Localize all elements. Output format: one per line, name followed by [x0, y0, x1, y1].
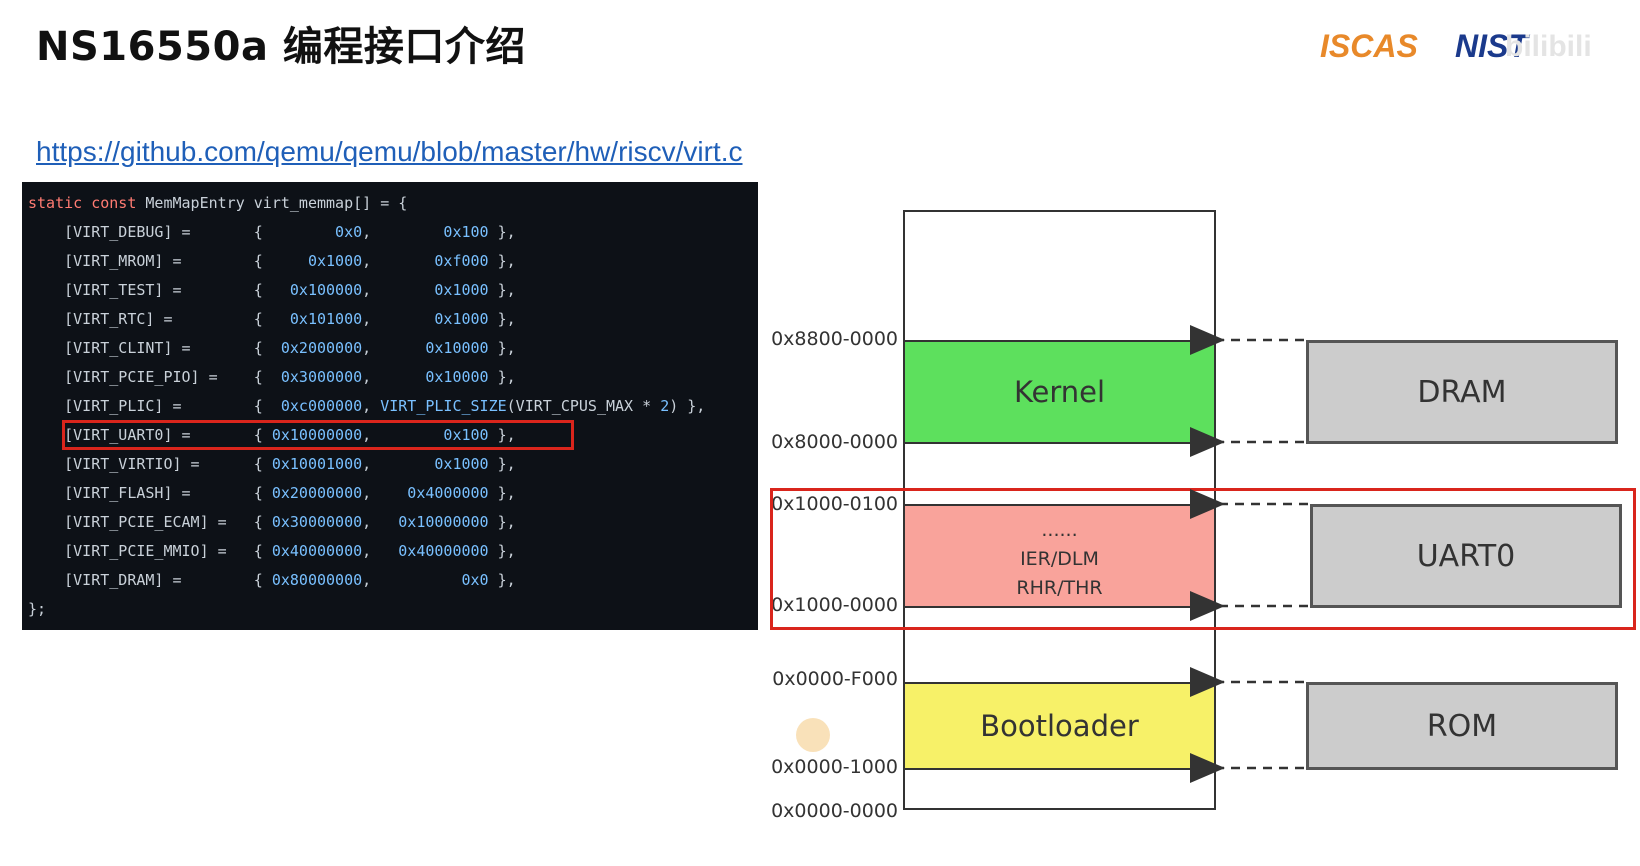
nist-logo: NIST [1455, 28, 1528, 64]
addr-00000000: 0x0000-0000 [771, 800, 898, 822]
addr-80000000: 0x8000-0000 [771, 431, 898, 453]
dram-device: DRAM [1306, 340, 1618, 444]
code-line-entry: [VIRT_RTC] = { 0x101000, 0x1000 }, [28, 310, 516, 328]
code-header: static const MemMapEntry virt_memmap[] =… [28, 194, 408, 212]
bootloader-region: Bootloader [903, 682, 1216, 770]
addr-00001000: 0x0000-1000 [771, 756, 898, 778]
addr-10000100: 0x1000-0100 [771, 493, 898, 515]
code-line-entry: [VIRT_FLASH] = { 0x20000000, 0x4000000 }… [28, 484, 516, 502]
source-link[interactable]: https://github.com/qemu/qemu/blob/master… [36, 136, 743, 167]
code-line-entry: [VIRT_TEST] = { 0x100000, 0x1000 }, [28, 281, 516, 299]
page-title: NS16550a 编程接口介绍 [36, 24, 526, 70]
code-line-entry: [VIRT_PCIE_ECAM] = { 0x30000000, 0x10000… [28, 513, 516, 531]
kernel-region: Kernel [903, 340, 1216, 444]
uart0-device: UART0 [1310, 504, 1622, 608]
code-line-entry: [VIRT_PCIE_MMIO] = { 0x40000000, 0x40000… [28, 542, 516, 560]
addr-0000f000: 0x0000-F000 [772, 668, 898, 690]
code-line-entry: [VIRT_MROM] = { 0x1000, 0xf000 }, [28, 252, 516, 270]
addr-88000000: 0x8800-0000 [771, 328, 898, 350]
code-footer: }; [28, 600, 47, 618]
code-line-entry: [VIRT_VIRTIO] = { 0x10001000, 0x1000 }, [28, 455, 516, 473]
code-line-plic: [VIRT_PLIC] = { 0xc000000, VIRT_PLIC_SIZ… [28, 397, 706, 415]
uart-reg-rhr-thr: RHR/THR [1016, 576, 1103, 599]
uart0-code-highlight [62, 420, 574, 450]
code-line-entry: [VIRT_CLINT] = { 0x2000000, 0x10000 }, [28, 339, 516, 357]
uart-reg-ellipsis: ...... [1041, 518, 1078, 541]
iscas-logo: ISCAS [1320, 28, 1418, 64]
rom-device: ROM [1306, 682, 1618, 770]
bilibili-watermark: bilibili [1505, 30, 1592, 63]
code-line-entry: [VIRT_UART0] = { 0x10000000, 0x100 }, [28, 426, 516, 444]
uart-reg-ier-dlm: IER/DLM [1020, 547, 1099, 570]
code-line-entry: [VIRT_PCIE_PIO] = { 0x3000000, 0x10000 }… [28, 368, 516, 386]
code-line-entry: [VIRT_DEBUG] = { 0x0, 0x100 }, [28, 223, 516, 241]
code-block: static const MemMapEntry virt_memmap[] =… [22, 182, 758, 630]
uart-register-region: ...... IER/DLM RHR/THR [903, 504, 1216, 608]
addr-10000000: 0x1000-0000 [771, 594, 898, 616]
cursor-dot [796, 718, 830, 752]
code-line-entry: [VIRT_DRAM] = { 0x80000000, 0x0 }, [28, 571, 516, 589]
